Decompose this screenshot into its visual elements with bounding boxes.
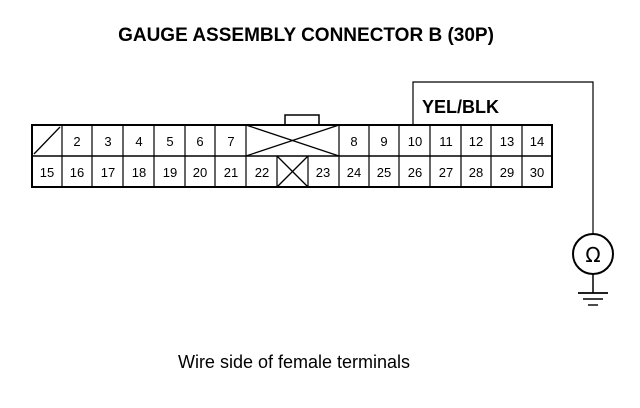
bottom-row-terminals: 15 16 17 18 19 20 21 22 23 24 25 26 27 2… [40, 165, 544, 180]
terminal-14: 14 [530, 134, 544, 149]
terminal-26: 26 [408, 165, 422, 180]
wire-color-label: YEL/BLK [422, 97, 499, 117]
terminal-15: 15 [40, 165, 54, 180]
connector-lock-tab [284, 114, 320, 126]
top-row-terminals: 2 3 4 5 6 7 8 9 10 11 12 13 14 [73, 134, 544, 149]
terminal-10: 10 [408, 134, 422, 149]
ohmmeter: Ω [572, 233, 614, 275]
blank-cavity-pin-1 [33, 126, 61, 155]
terminal-30: 30 [530, 165, 544, 180]
terminal-21: 21 [224, 165, 238, 180]
terminal-12: 12 [469, 134, 483, 149]
terminal-8: 8 [350, 134, 357, 149]
terminal-25: 25 [377, 165, 391, 180]
ground-icon [578, 274, 608, 306]
terminal-19: 19 [163, 165, 177, 180]
terminal-5: 5 [166, 134, 173, 149]
connector-body [31, 124, 553, 188]
terminal-22: 22 [255, 165, 269, 180]
terminal-11: 11 [439, 134, 453, 149]
terminal-3: 3 [104, 134, 111, 149]
blocked-cavity-bottom [276, 155, 309, 188]
terminal-17: 17 [101, 165, 115, 180]
terminal-24: 24 [347, 165, 361, 180]
terminal-18: 18 [132, 165, 146, 180]
terminal-2: 2 [73, 134, 80, 149]
terminal-16: 16 [70, 165, 84, 180]
probe-wire [412, 81, 594, 234]
diagram-title: GAUGE ASSEMBLY CONNECTOR B (30P) [118, 25, 494, 46]
terminal-28: 28 [469, 165, 483, 180]
terminal-4: 4 [135, 134, 142, 149]
terminal-27: 27 [439, 165, 453, 180]
terminal-9: 9 [380, 134, 387, 149]
diagram-caption: Wire side of female terminals [178, 352, 410, 372]
bottom-row-dividers [61, 156, 523, 187]
terminal-29: 29 [500, 165, 514, 180]
terminal-23: 23 [316, 165, 330, 180]
top-row-dividers [61, 125, 523, 156]
ohm-symbol: Ω [585, 243, 600, 267]
terminal-20: 20 [193, 165, 207, 180]
blocked-cavity-top [245, 124, 340, 157]
terminal-6: 6 [196, 134, 203, 149]
terminal-13: 13 [500, 134, 514, 149]
terminal-7: 7 [227, 134, 234, 149]
